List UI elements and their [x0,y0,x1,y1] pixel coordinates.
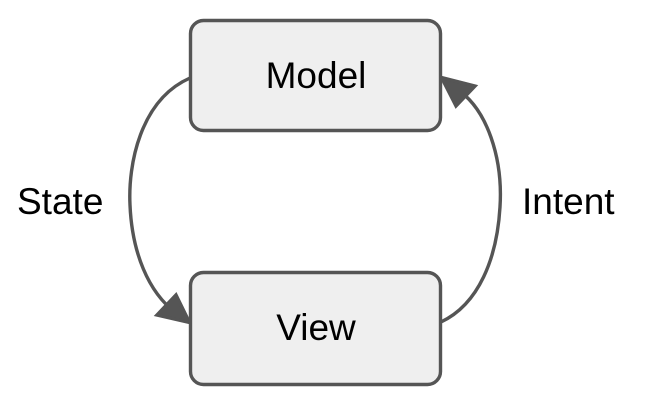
edge-state-curve [128,76,191,315]
edge-intent-curve [440,86,503,324]
node-model-box [188,18,443,133]
node-view-box [188,270,443,387]
edge-intent-arrowhead-icon [438,74,479,109]
edge-intent[interactable] [438,74,503,324]
node-model-label: Model [266,55,367,96]
edge-state[interactable] [128,76,193,325]
edge-state-label: State [17,181,103,222]
node-view[interactable]: View [188,270,443,387]
edge-state-arrowhead-icon [153,292,193,325]
node-view-label: View [276,307,356,348]
node-model[interactable]: Model [188,18,443,133]
edge-intent-label: Intent [522,181,615,222]
